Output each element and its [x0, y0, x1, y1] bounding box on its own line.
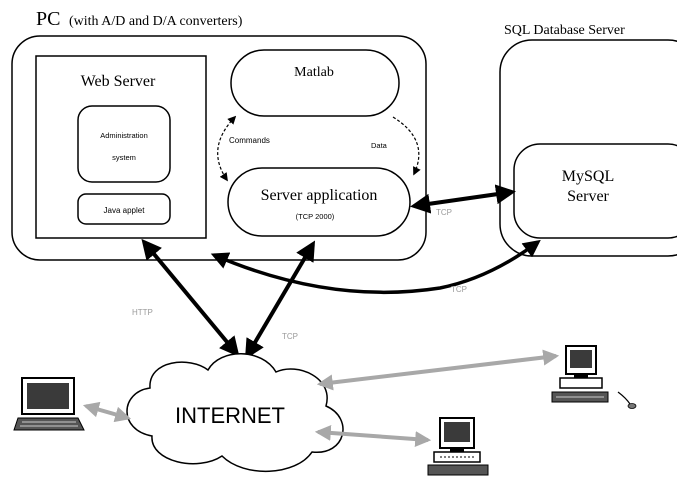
web-server-title: Web Server [81, 73, 156, 90]
tcp-internet-label: TCP [282, 332, 298, 341]
server-application-title: Server application [261, 187, 378, 204]
commands-arrow [217, 115, 237, 182]
tcp-app-mysql-label: TCP [436, 208, 452, 217]
internet-label: INTERNET [175, 403, 285, 428]
data-arrow [392, 116, 421, 176]
server-application-subtitle: (TCP 2000) [296, 212, 335, 221]
http-arrow [141, 238, 240, 358]
tcp-web-mysql-label: TCP [451, 285, 467, 294]
sql-server-box [499, 39, 677, 257]
matlab-box [230, 49, 400, 117]
client-right-arrow [316, 349, 560, 391]
http-label: HTTP [132, 308, 153, 317]
matlab-title: Matlab [294, 65, 334, 80]
mysql-line2: Server [567, 188, 609, 205]
sql-server-title: SQL Database Server [504, 23, 625, 38]
client-desktop-right-icon [551, 345, 637, 409]
java-applet-box [77, 193, 171, 225]
commands-label: Commands [229, 136, 270, 145]
admin-system-line2: system [112, 153, 136, 162]
server-application-box [227, 167, 411, 237]
client-left-arrow [82, 401, 132, 423]
mysql-line1: MySQL [562, 168, 614, 185]
web-server-box [35, 55, 207, 239]
pc-label-suffix: (with A/D and D/A converters) [69, 14, 243, 29]
pc-box [11, 35, 427, 261]
tcp-app-mysql-arrow [410, 184, 516, 214]
client-bottom-arrow [314, 424, 432, 448]
tcp-internet-arrow [244, 240, 316, 360]
client-laptop-icon [13, 377, 85, 431]
java-applet-label: Java applet [104, 206, 146, 215]
admin-system-line1: Administration [100, 131, 148, 140]
admin-system-box [77, 105, 171, 183]
client-desktop-bottom-icon [427, 417, 489, 476]
data-label: Data [371, 141, 388, 150]
tcp-web-mysql-arrow [210, 239, 541, 295]
pc-label: PC [36, 8, 60, 30]
